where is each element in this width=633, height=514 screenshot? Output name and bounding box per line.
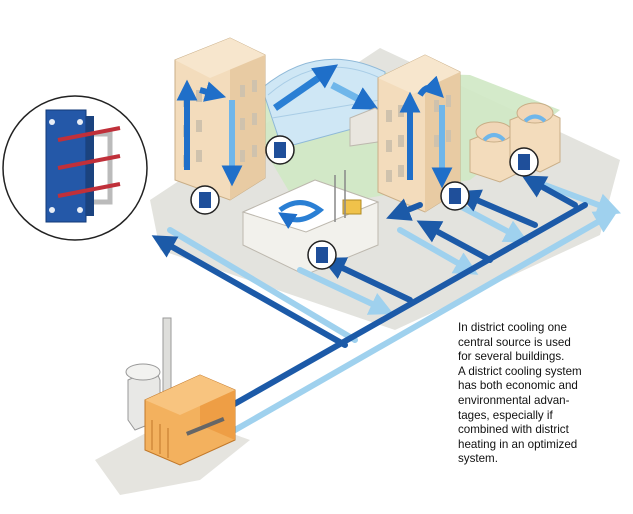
low-commercial-building xyxy=(241,170,380,276)
plate-heat-exchanger-icon xyxy=(307,240,337,270)
return-pipes xyxy=(167,182,621,433)
caption-line: environmental advan- xyxy=(458,393,570,407)
heat-exchanger-badges xyxy=(190,135,539,270)
caption-line: A district cooling system xyxy=(458,364,582,378)
caption-line: In district cooling one xyxy=(458,321,567,334)
circulation-arrow-icon xyxy=(523,114,547,123)
plate-heat-exchanger-icon xyxy=(265,135,295,165)
circulation-arrow-icon xyxy=(482,133,506,142)
plate-heat-exchanger-icon xyxy=(509,147,539,177)
plate-heat-exchanger-icon xyxy=(440,181,470,211)
tall-building-left xyxy=(174,37,266,201)
caption-line: central source is used xyxy=(458,335,571,349)
central-cooling-plant xyxy=(125,317,236,466)
domed-houses xyxy=(469,102,561,183)
caption-line: combined with district xyxy=(458,423,569,437)
description-caption: In district cooling one central source i… xyxy=(458,321,630,467)
caption-line: heating in an optimized xyxy=(458,437,578,451)
caption-line: has both economic and xyxy=(458,379,578,393)
circulation-arrow-icon xyxy=(417,75,444,98)
caption-line: tages, especially if xyxy=(458,408,553,422)
circulation-arrow-icon xyxy=(278,200,325,229)
caption-line: system. xyxy=(458,452,498,466)
magnified-heat-exchanger xyxy=(2,95,148,241)
flow-arrow-icon xyxy=(273,64,339,111)
plate-heat-exchanger-icon xyxy=(190,185,220,215)
supply-pipes xyxy=(151,175,588,418)
tall-building-right xyxy=(377,54,461,213)
flow-arrow-icon xyxy=(199,81,227,102)
flow-arrow-icon xyxy=(330,81,379,110)
caption-line: for several buildings. xyxy=(458,350,565,364)
